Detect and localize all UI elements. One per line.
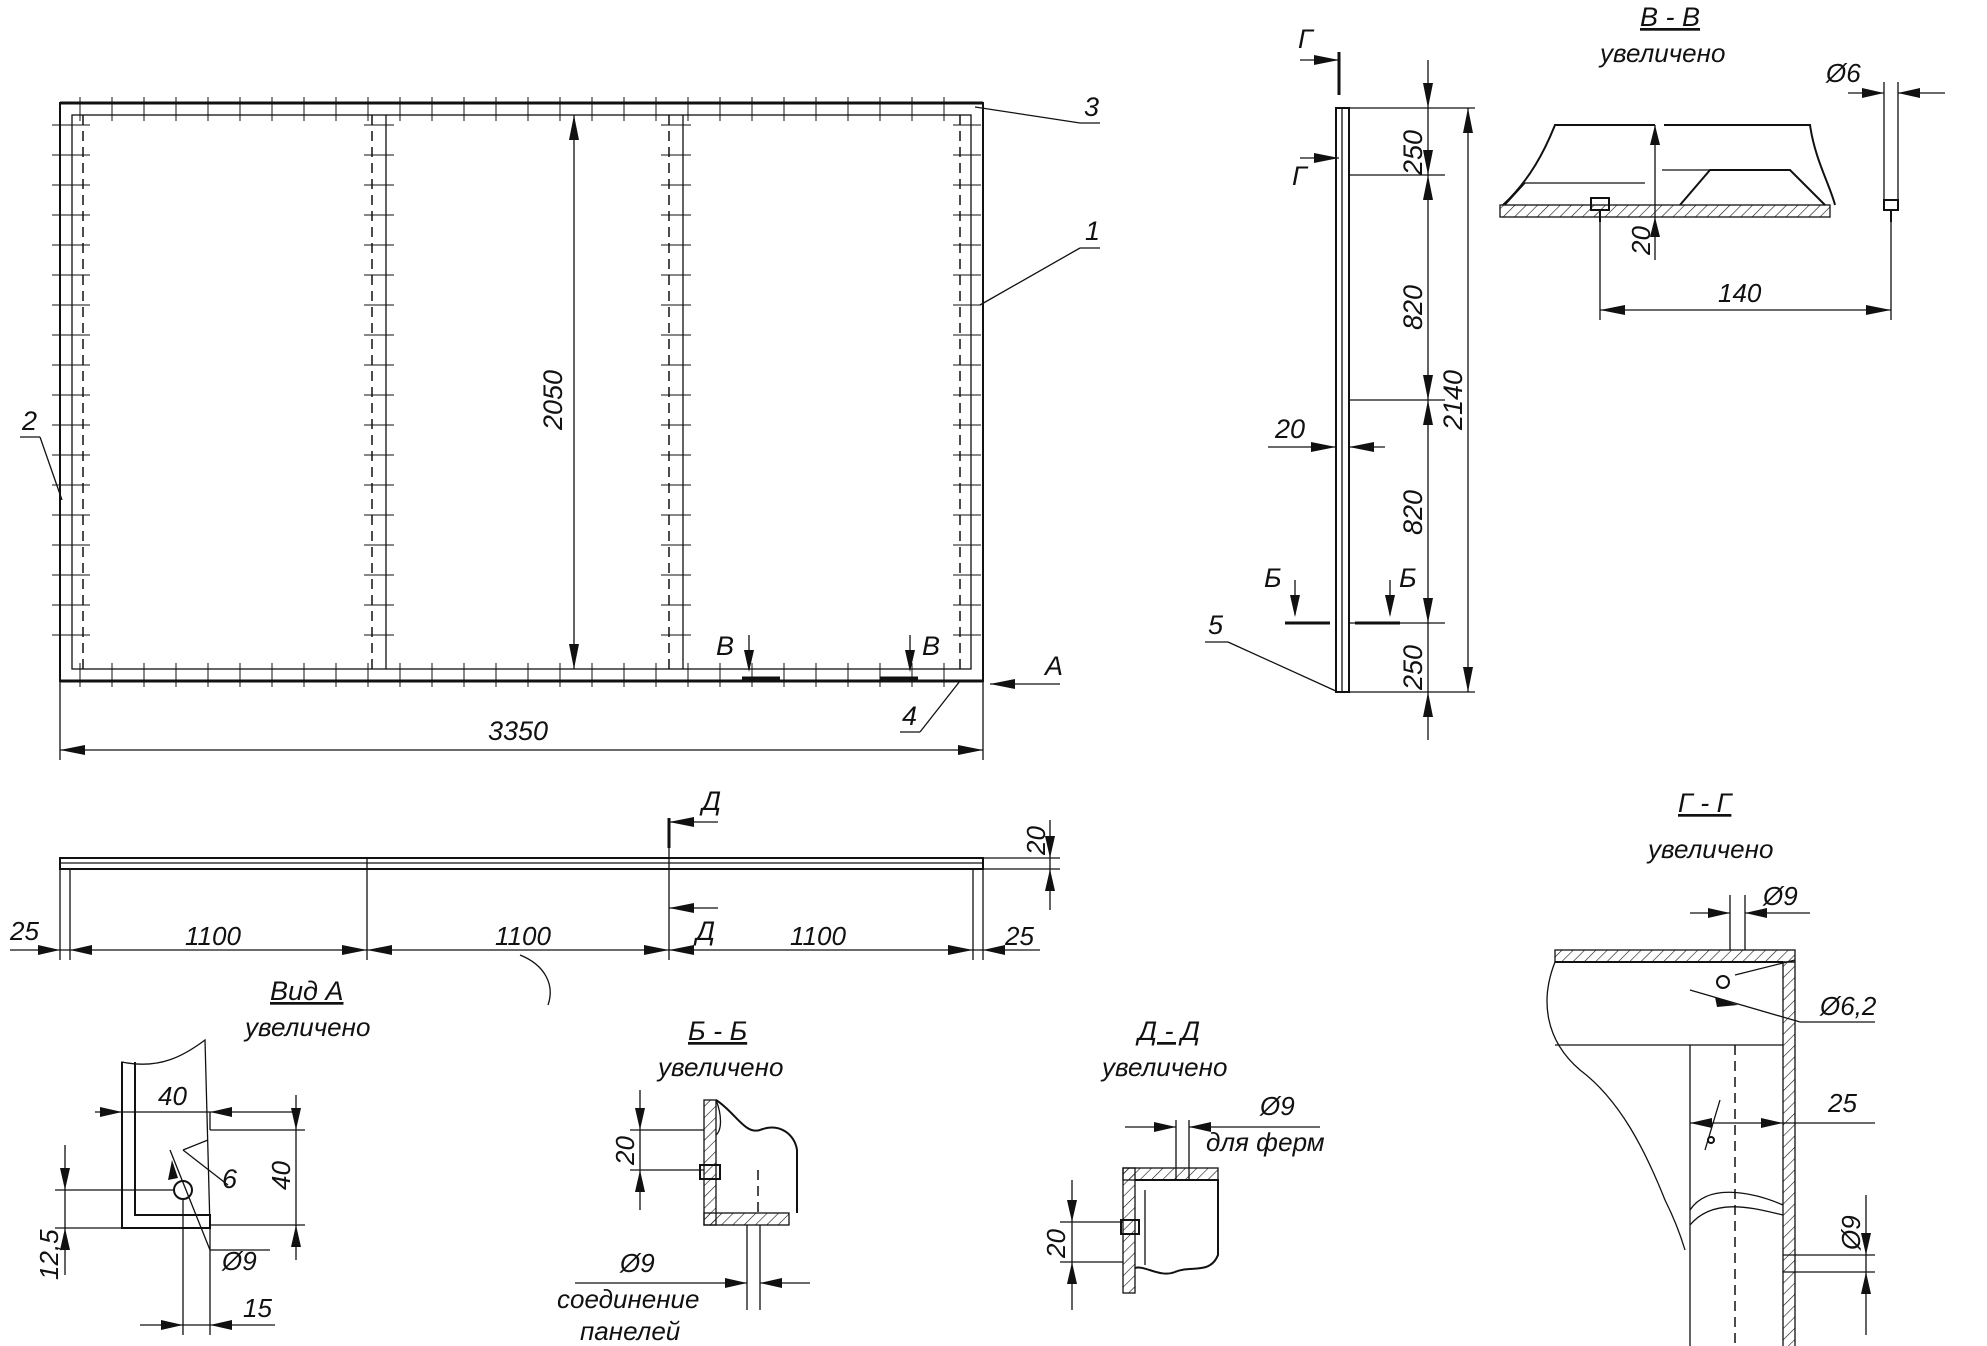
section-dd: Д - Д увеличено Ø9 для ферм 20 [1041, 1016, 1325, 1310]
section-d-bot: Д [693, 916, 715, 946]
view-a-d40-v: 40 [266, 1161, 296, 1190]
section-gg-d6-2: Ø6,2 [1819, 991, 1877, 1021]
section-bb: Б - Б увеличено 20 Ø9 соединение панелей [557, 1016, 810, 1346]
section-gg-title: Г - Г [1678, 788, 1734, 818]
side-dim-820-b: 820 [1398, 490, 1428, 535]
side-dim-250-bot: 250 [1398, 645, 1428, 691]
leader-1: 1 [979, 216, 1100, 306]
view-a-subtitle: увеличено [243, 1012, 370, 1042]
rivet-marks [52, 97, 981, 687]
section-v-marker: В В [716, 631, 940, 680]
section-vv: В - В увеличено Ø6 20 140 [1499, 2, 1945, 320]
side-dim-250-top: 250 [1398, 130, 1428, 176]
bottom-dim-1100-c: 1100 [790, 921, 846, 951]
view-a-d9: Ø9 [221, 1246, 257, 1276]
view-a-title: Вид А [270, 976, 343, 1006]
section-dd-d20: 20 [1041, 1229, 1071, 1259]
section-v-left: В [716, 631, 734, 661]
view-a-leader-6: 6 [222, 1164, 238, 1194]
view-a-d40-h: 40 [158, 1081, 187, 1111]
leader-1-label: 1 [1085, 216, 1100, 246]
side-dim-820-a: 820 [1398, 285, 1428, 330]
section-vv-d140: 140 [1718, 278, 1762, 308]
section-d-top: Д [699, 786, 721, 816]
bottom-dim-20: 20 [1021, 826, 1051, 856]
side-view: 250 820 820 250 2140 20 Г Г Б Б 5 [1205, 24, 1475, 740]
section-bb-subtitle: увеличено [656, 1052, 783, 1082]
view-a-d12-5: 12,5 [34, 1229, 64, 1280]
bottom-view: 20 25 1100 1100 1100 25 Д Д [9, 786, 1060, 1006]
side-dim-2140: 2140 [1438, 370, 1468, 431]
leader-3-label: 3 [1084, 92, 1099, 122]
section-dd-subtitle: увеличено [1100, 1052, 1227, 1082]
view-a-detail: Вид А увеличено 40 40 12,5 6 Ø9 [34, 976, 370, 1335]
leader-4: 4 [900, 680, 961, 733]
section-dd-note: для ферм [1206, 1127, 1325, 1157]
leader-4-label: 4 [902, 701, 917, 731]
section-dd-d9: Ø9 [1259, 1091, 1295, 1121]
section-g-bot: Г [1292, 161, 1309, 191]
leader-2: 2 [20, 406, 63, 501]
section-bb-title: Б - Б [688, 1016, 747, 1046]
section-bb-d20: 20 [610, 1136, 640, 1166]
section-vv-title: В - В [1640, 2, 1700, 32]
view-a-d15: 15 [243, 1293, 272, 1323]
dim-height: 2050 [538, 115, 579, 669]
section-gg-d9-top: Ø9 [1762, 881, 1798, 911]
leader-2-label: 2 [21, 406, 37, 436]
section-vv-d6: Ø6 [1825, 58, 1861, 88]
section-bb-d9: Ø9 [619, 1248, 655, 1278]
view-a-marker: А [1043, 651, 1063, 681]
dim-2050-label: 2050 [538, 370, 568, 431]
bottom-dim-25-right: 25 [1004, 921, 1034, 951]
leader-5-label: 5 [1208, 610, 1224, 640]
bottom-dim-25-left: 25 [9, 916, 39, 946]
frame-outline [59, 101, 984, 683]
section-vv-subtitle: увеличено [1598, 38, 1725, 68]
section-bb-note2: панелей [580, 1316, 680, 1346]
section-dd-title: Д - Д [1135, 1016, 1200, 1046]
bottom-dim-1100-a: 1100 [185, 921, 241, 951]
view-a-arrow: А [990, 651, 1063, 689]
section-v-right: В [922, 631, 940, 661]
section-gg-d25: 25 [1827, 1088, 1857, 1118]
bottom-dim-1100-b: 1100 [495, 921, 551, 951]
section-gg-d9-side: Ø9 [1836, 1215, 1866, 1251]
section-gg-subtitle: увеличено [1646, 834, 1773, 864]
section-g-top: Г [1298, 24, 1315, 54]
dim-3350-label: 3350 [488, 716, 548, 746]
dim-width: 3350 [59, 681, 984, 760]
main-plan-view: 2050 3350 1 2 3 4 [20, 92, 1100, 760]
section-gg: Г - Г увеличено Ø9 Ø6,2 25 [1546, 788, 1877, 1346]
section-bb-note1: соединение [557, 1284, 699, 1314]
side-dim-20: 20 [1274, 414, 1305, 444]
section-vv-d20: 20 [1626, 226, 1656, 256]
section-b-left: Б [1264, 563, 1282, 593]
leader-3: 3 [974, 92, 1100, 124]
section-b-right: Б [1399, 563, 1417, 593]
